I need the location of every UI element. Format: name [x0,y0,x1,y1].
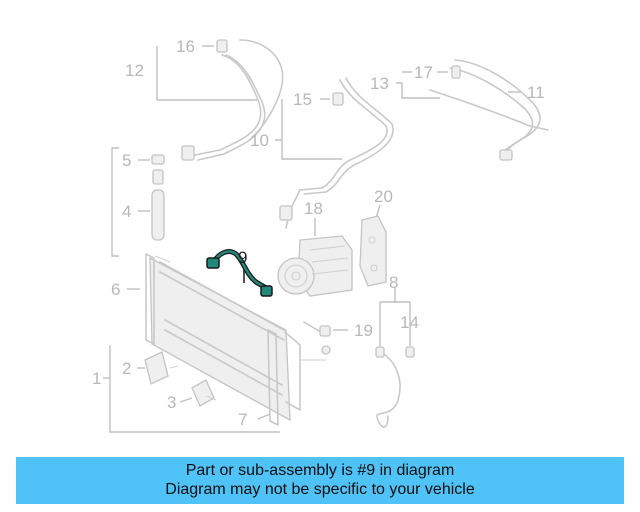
ac-parts-diagram: 1 2 3 4 5 6 7 8 9 10 11 12 13 14 15 16 1… [92,37,549,433]
callout-10: 10 [250,131,269,150]
callout-8: 8 [389,273,398,292]
receiver-drier-group [111,147,165,257]
callout-1: 1 [92,369,101,388]
caption-line-disclaimer: Diagram may not be specific to your vehi… [165,481,475,498]
callout-6: 6 [111,280,120,299]
hose-group-10-15 [275,77,394,229]
callout-3: 3 [167,393,176,412]
callout-4: 4 [122,202,131,221]
callout-13: 13 [370,74,389,93]
callout-18: 18 [304,199,323,218]
condenser-assembly [103,253,326,433]
hose-group-12-16 [156,39,284,161]
callout-7: 7 [238,410,247,429]
caption-line-part: Part or sub-assembly is #9 in diagram [185,462,455,479]
callout-12: 12 [125,61,144,80]
callout-19: 19 [354,321,373,340]
callout-14: 14 [400,313,419,332]
compressor [277,218,353,297]
callout-20: 20 [374,187,393,206]
highlighted-part-9-hose [206,249,273,297]
callout-2: 2 [122,359,131,378]
compressor-bracket [359,204,387,287]
part-caption-banner: Part or sub-assembly is #9 in diagram Di… [16,457,624,504]
callout-15: 15 [293,90,312,109]
callout-17: 17 [414,63,433,82]
sensor-group-8-14-19 [303,288,415,428]
callout-11: 11 [527,83,545,102]
callout-16: 16 [176,37,195,56]
callout-5: 5 [122,151,131,170]
hose-group-11-13-17 [396,59,549,161]
callout-9: 9 [238,248,247,267]
